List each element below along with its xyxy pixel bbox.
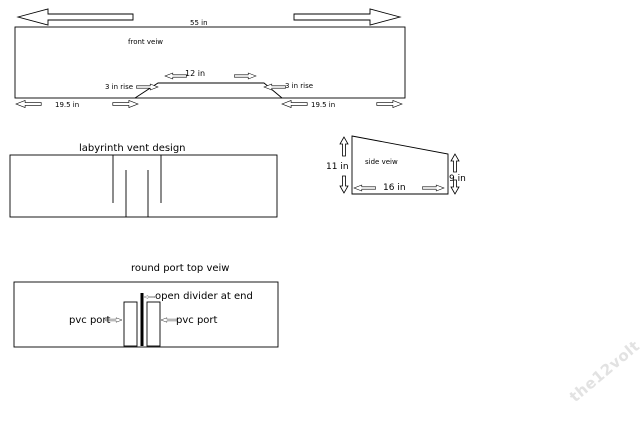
side-view (339, 135, 460, 195)
left-height-arrow-up (339, 136, 349, 157)
front-panel-outline (14, 26, 406, 99)
right-height-arrow-up (450, 153, 460, 173)
center-width-label: 12 in (185, 69, 206, 78)
pvc-port-right (146, 301, 161, 347)
right-port-arrow (160, 317, 178, 323)
side-panel-outline (351, 135, 449, 195)
front-view (14, 8, 406, 108)
divider-label: open divider at end (155, 291, 253, 302)
pvc-port-right-label: pvc port (176, 315, 218, 326)
pvc-port-left-label: pvc port (69, 315, 111, 326)
side-view-label: side veiw (365, 158, 398, 166)
labyrinth-title: labyrinth vent design (79, 143, 186, 154)
right-height-arrow-down (450, 179, 460, 195)
right-rise-label: 3 in rise (285, 82, 314, 90)
front-width-arrow-right (293, 8, 402, 26)
round-port-title: round port top veiw (131, 263, 230, 274)
front-view-label: front veiw (128, 38, 163, 46)
bottom-right-arrow-a (281, 100, 308, 108)
side-right-height-label: 9 in (449, 174, 466, 184)
side-width-label: 16 in (383, 183, 406, 193)
center-arrow-right (234, 72, 257, 80)
bottom-right-arrow-b (376, 100, 403, 108)
divider-arrow (143, 295, 155, 299)
center-arrow-left (164, 72, 187, 80)
front-width-arrow-left (16, 8, 134, 26)
pvc-port-left (123, 301, 138, 347)
labyrinth-vent (9, 154, 278, 218)
side-width-arrow-right (422, 184, 445, 192)
bottom-left-label: 19.5 in (55, 101, 80, 109)
bottom-left-arrow-b (112, 100, 139, 108)
bottom-left-arrow-a (15, 100, 42, 108)
labyrinth-outline (9, 154, 278, 218)
right-rise-arrow (263, 83, 286, 91)
front-raised-floor (134, 82, 283, 99)
bottom-right-label: 19.5 in (311, 101, 336, 109)
round-port-outline (13, 281, 279, 348)
round-port (13, 281, 279, 348)
side-width-arrow-left (353, 184, 376, 192)
side-left-height-label: 11 in (326, 162, 349, 172)
left-height-arrow-down (339, 175, 349, 194)
front-width-label: 55 in (190, 19, 208, 27)
left-rise-label: 3 in rise (105, 83, 134, 91)
